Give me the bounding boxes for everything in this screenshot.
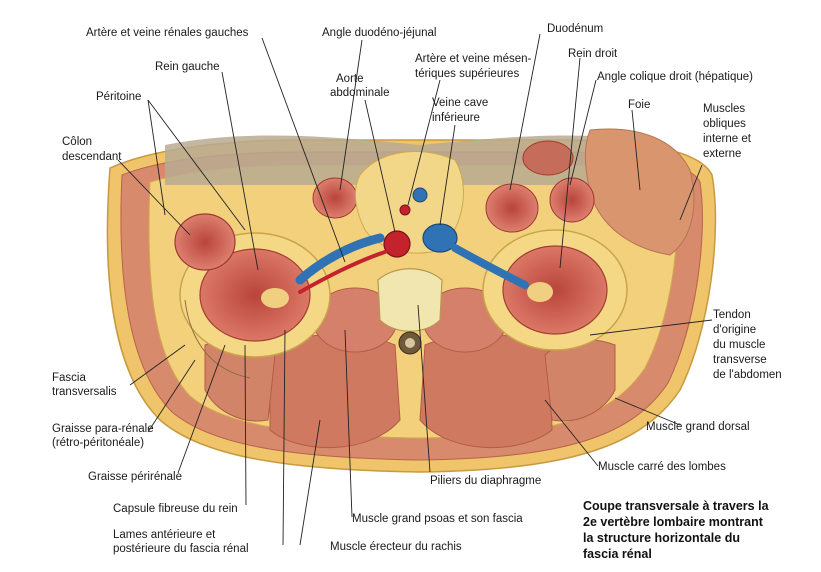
caption-line-3: la structure horizontale du — [583, 531, 740, 545]
label-graisse-peri: Graisse périrénale — [88, 471, 182, 483]
kidney-right — [503, 246, 607, 334]
label-angle-duodeno: Angle duodéno-jéjunal — [322, 27, 436, 39]
caption-line-4: fascia rénal — [583, 547, 652, 561]
label-fascia-tr-1: Fascia — [52, 372, 86, 384]
sup-mesenteric-artery — [400, 205, 410, 215]
jejunum-loop — [313, 178, 357, 218]
duodenum — [486, 184, 538, 232]
label-peritoine: Péritoine — [96, 91, 141, 103]
label-tendon-3: du muscle — [713, 339, 765, 351]
label-capsule: Capsule fibreuse du rein — [113, 503, 238, 515]
caption-line-2: 2e vertèbre lombaire montrant — [583, 515, 764, 529]
label-angle-colique: Angle colique droit (hépatique) — [597, 71, 753, 83]
label-rein-droit: Rein droit — [568, 48, 618, 60]
label-obliques-1: Muscles — [703, 103, 745, 115]
label-tendon-4: transverse — [713, 354, 767, 366]
renal-hilum-right — [527, 282, 553, 302]
caption: Coupe transversale à travers la 2e vertè… — [583, 499, 770, 561]
descending-colon — [175, 214, 235, 270]
label-veine-cave-1: Veine cave — [432, 97, 488, 109]
label-tendon-2: d'origine — [713, 324, 756, 336]
erector-right — [420, 334, 552, 447]
label-erecteur: Muscle érecteur du rachis — [330, 541, 462, 553]
label-graisse-para-1: Graisse para-rénale — [52, 423, 154, 435]
vertebra — [378, 269, 442, 332]
spinal-cord — [405, 338, 415, 348]
hepatic-flexure-2 — [523, 141, 573, 175]
label-graisse-para-2: (rétro-péritonéale) — [52, 437, 144, 449]
caption-line-1: Coupe transversale à travers la — [583, 499, 770, 513]
label-obliques-2: obliques — [703, 118, 746, 130]
label-veine-cave-2: inférieure — [432, 112, 480, 124]
label-lames-1: Lames antérieure et — [113, 529, 216, 541]
label-piliers: Piliers du diaphragme — [430, 475, 541, 487]
label-obliques-3: interne et — [703, 133, 752, 145]
hepatic-flexure — [550, 178, 594, 222]
label-grand-dorsal: Muscle grand dorsal — [646, 421, 750, 433]
label-fascia-tr-2: transversalis — [52, 386, 117, 398]
label-tendon-5: de l'abdomen — [713, 369, 782, 381]
label-aorte-2: abdominale — [330, 87, 389, 99]
label-duodenum: Duodénum — [547, 23, 603, 35]
label-lames-2: postérieure du fascia rénal — [113, 543, 249, 555]
label-arteres-renales-gauches: Artère et veine rénales gauches — [86, 27, 249, 39]
label-rein-gauche: Rein gauche — [155, 61, 220, 73]
label-tendon-1: Tendon — [713, 309, 751, 321]
renal-hilum-left — [261, 288, 289, 308]
label-mesent-1: Artère et veine mésen- — [415, 53, 532, 65]
label-foie: Foie — [628, 99, 650, 111]
label-carre: Muscle carré des lombes — [598, 461, 726, 473]
label-colon-2: descendant — [62, 151, 122, 163]
label-obliques-4: externe — [703, 148, 741, 160]
label-psoas: Muscle grand psoas et son fascia — [352, 513, 523, 525]
label-colon-1: Côlon — [62, 136, 92, 148]
erector-left — [270, 334, 400, 447]
sup-mesenteric-vein — [413, 188, 427, 202]
aorta — [384, 231, 410, 257]
label-aorte-1: Aorte — [336, 73, 364, 85]
label-mesent-2: tériques supérieures — [415, 68, 519, 80]
